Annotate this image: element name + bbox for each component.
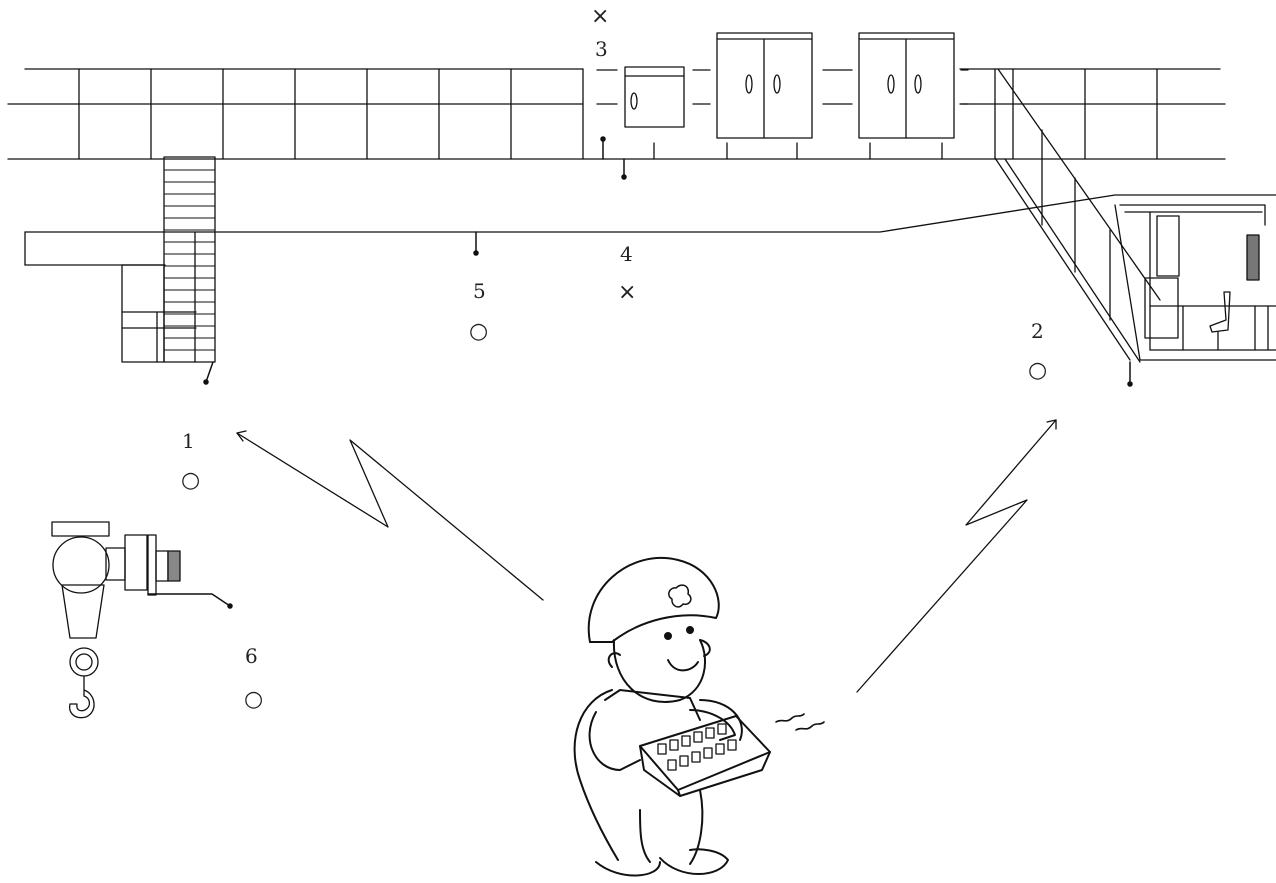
- point-2-number: 2: [1031, 319, 1044, 343]
- control-panel-small: [624, 66, 685, 128]
- crane-girder: [7, 68, 1226, 160]
- operator-with-remote: [573, 557, 825, 877]
- point-6-mark: ○: [244, 687, 264, 712]
- point-2-mark: ○: [1028, 358, 1048, 383]
- point-5-number: 5: [473, 279, 486, 303]
- point-5-mark: ○: [469, 319, 489, 344]
- point-3-number: 3: [595, 37, 608, 61]
- point-6-number: 6: [245, 644, 258, 668]
- point-4-mark: ×: [618, 280, 637, 305]
- control-panel-large: [716, 32, 813, 139]
- radio-signal-left: [236, 430, 544, 601]
- hoist-hook: [51, 521, 181, 719]
- control-panel-large: [858, 32, 955, 139]
- point-1-mark: ○: [181, 468, 201, 493]
- radio-signal-right: [856, 419, 1057, 693]
- point-1-number: 1: [182, 429, 195, 453]
- operator-cab: [994, 68, 1276, 363]
- point-3-mark: ×: [591, 4, 610, 29]
- ladder: [121, 156, 216, 363]
- pendant-switches: [147, 136, 1133, 609]
- point-4-number: 4: [620, 242, 633, 266]
